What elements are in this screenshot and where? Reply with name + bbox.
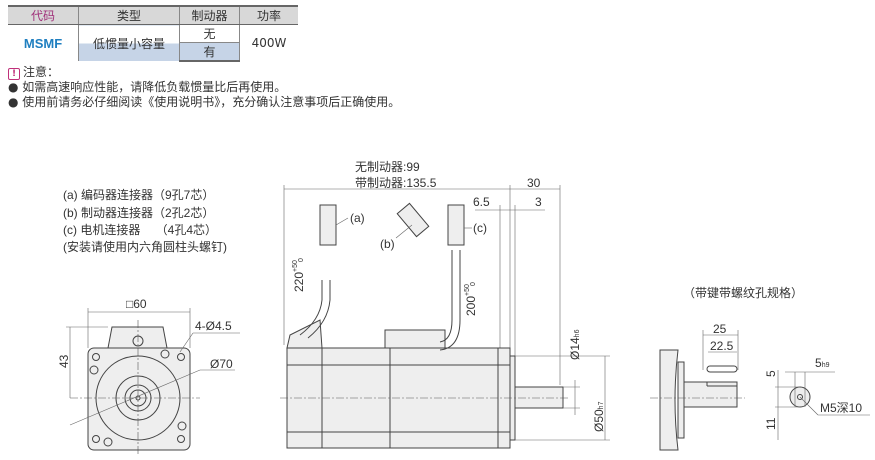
dim-key-slot: 22.5 [710, 339, 734, 353]
key-view: （带键带螺纹孔规格） 25 22.5 5h9 5 11 M5深10 [650, 285, 870, 451]
legend-c: (c) 电机连接器 （4孔4芯） [63, 222, 217, 237]
dim-pcd: Ø70 [210, 357, 233, 371]
spec-table: 代码 类型 制动器 功率 MSMF 低惯量小容量 无 400W 有 [8, 5, 298, 62]
header-brake: 制动器 [179, 5, 240, 25]
key-view-title: （带键带螺纹孔规格） [683, 285, 803, 300]
dim-pilot: 3 [535, 195, 542, 209]
dim-shaft-dia: Ø14h6 [568, 329, 582, 360]
tol-a: +50 [292, 260, 299, 272]
notes: !注意： ● 如需高速响应性能，请降低负载惯量比后再使用。 ● 使用前请务必仔细… [8, 65, 401, 109]
dim-cable-a: 220 [292, 272, 306, 292]
dim-key-depth: 11 [764, 417, 778, 430]
notes-title: 注意： [23, 65, 60, 79]
power-cell: 400W [239, 24, 298, 61]
dim-key-height: 5 [764, 370, 778, 377]
label-a: (a) [350, 211, 365, 225]
dim-height: 43 [57, 354, 71, 368]
header-power: 功率 [239, 5, 298, 25]
label-c: (c) [473, 221, 487, 235]
header-type: 类型 [78, 5, 180, 25]
dim-tap: M5深10 [820, 401, 862, 415]
header-code: 代码 [8, 5, 79, 25]
note-item: 使用前请务必仔细阅读《使用说明书》，充分确认注意事项后正确使用。 [22, 95, 401, 109]
dim-key-width: 5h9 [815, 356, 830, 370]
side-view: 无制动器:99 带制动器:135.5 30 6.5 3 (a) (b) (c) … [280, 160, 610, 449]
type-cell: 低惯量小容量 [78, 24, 180, 61]
dim-pilot-dia: Ø50h7 [592, 401, 606, 432]
dim-cable-c: 200 [464, 296, 478, 316]
brake-none: 无 [179, 24, 240, 43]
dim-length-brake: 带制动器:135.5 [355, 176, 437, 190]
legend-note: (安装请使用内六角圆柱头螺钉) [63, 239, 227, 254]
dim-length-no-brake: 无制动器:99 [355, 160, 420, 174]
tol-c: +50 [464, 284, 471, 296]
dim-shaft-length: 30 [527, 176, 541, 190]
connector-legend: (a) 编码器连接器（9孔7芯） (b) 制动器连接器（2孔2芯） (c) 电机… [63, 187, 227, 254]
tol-c0: 0 [470, 282, 477, 286]
warning-icon: ! [8, 68, 20, 80]
brake-with: 有 [179, 42, 240, 62]
dim-key-length: 25 [713, 322, 727, 336]
tol-a0: 0 [298, 258, 305, 262]
dim-holes: 4-Ø4.5 [195, 319, 232, 333]
legend-a: (a) 编码器连接器（9孔7芯） [63, 187, 214, 202]
note-item: 如需高速响应性能，请降低负载惯量比后再使用。 [22, 80, 287, 94]
label-b: (b) [380, 237, 395, 251]
dim-square: □60 [126, 297, 147, 311]
dim-flange: 6.5 [473, 195, 490, 209]
code-cell: MSMF [8, 24, 79, 61]
front-view: □60 4-Ø4.5 Ø70 43 [57, 297, 240, 455]
legend-b: (b) 制动器连接器（2孔2芯） [63, 205, 214, 220]
